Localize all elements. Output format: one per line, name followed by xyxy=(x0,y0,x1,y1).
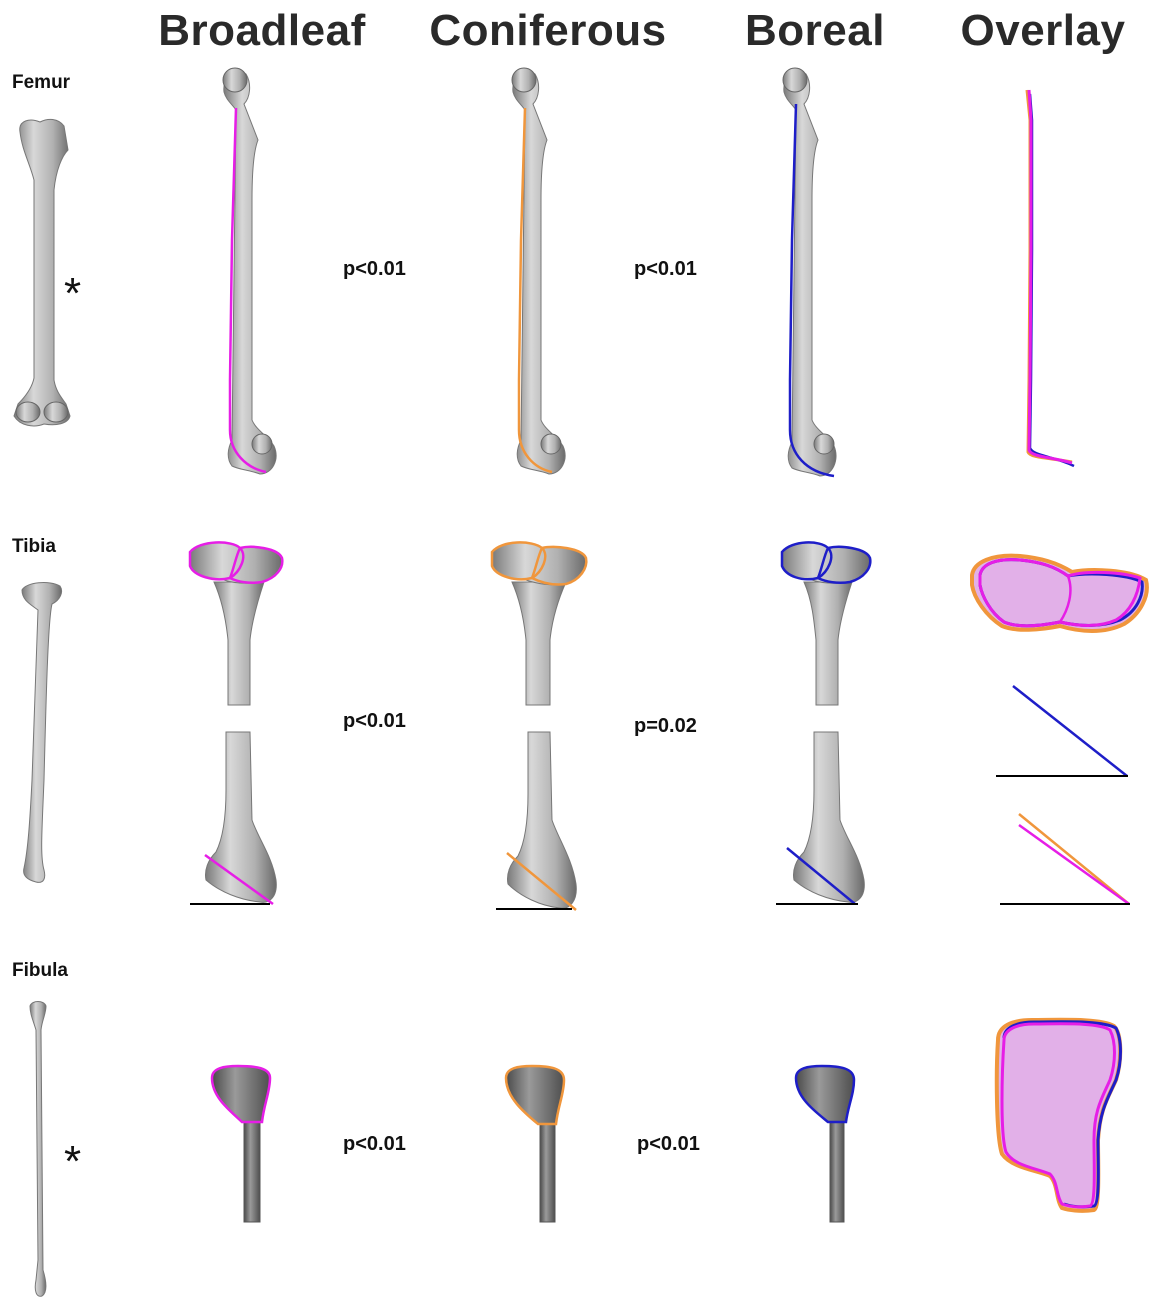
femur-broadleaf-bone xyxy=(223,68,276,474)
fibula-broadleaf-bone xyxy=(212,1066,270,1222)
tibia-coniferous-bone xyxy=(492,542,586,910)
fibula-coniferous-bone xyxy=(506,1066,564,1222)
femur-coniferous-bone xyxy=(512,68,565,474)
fibula-overlay-head xyxy=(997,1020,1121,1211)
fibula-boreal-bone xyxy=(796,1066,854,1222)
tibia-reference-bone xyxy=(22,583,62,883)
femur-reference-bone xyxy=(14,119,70,426)
femur-overlay-outlines xyxy=(1027,90,1074,466)
femur-boreal-bone xyxy=(783,68,836,476)
tibia-overlay-angle-boreal xyxy=(996,686,1128,776)
tibia-overlay-angle-broadleaf-coniferous xyxy=(1000,814,1130,904)
fibula-reference-bone xyxy=(30,1002,46,1297)
tibia-overlay-plateau xyxy=(972,556,1147,631)
tibia-broadleaf-bone xyxy=(190,542,282,904)
tibia-boreal-bone xyxy=(776,542,870,904)
